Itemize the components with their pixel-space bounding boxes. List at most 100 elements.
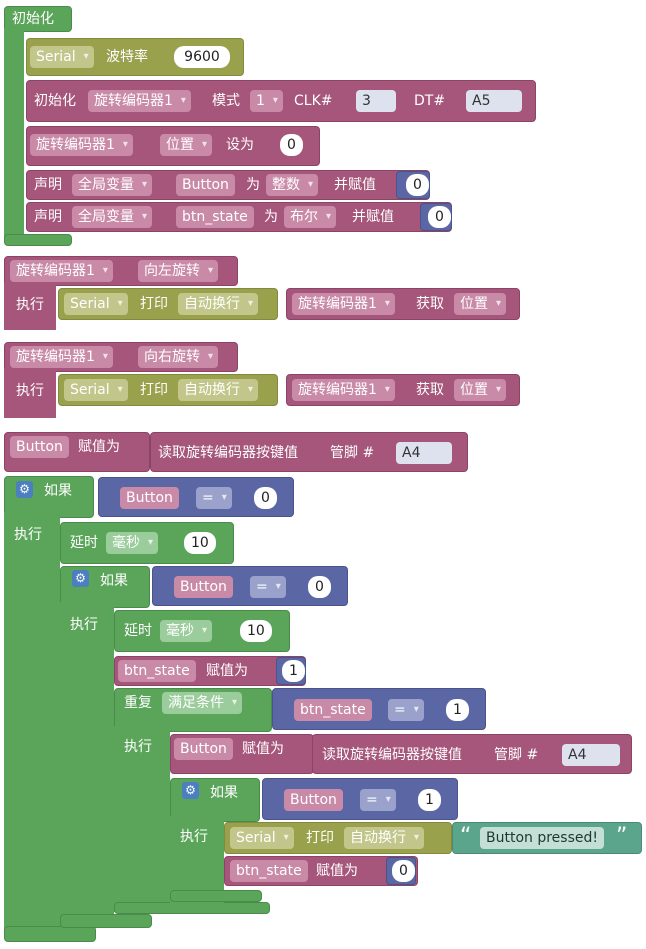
pin-label: 管脚 # [330,445,375,461]
scope-dropdown[interactable]: 全局变量 [72,206,152,228]
mode-dropdown[interactable]: 1 [250,90,283,112]
as-label: 为 [264,209,278,225]
compare-var[interactable]: Button [284,789,343,811]
declare-label: 声明 [34,177,62,193]
scope-dropdown[interactable]: 全局变量 [72,174,152,196]
print-label: 打印 [306,830,334,846]
encoder-set-value[interactable]: 0 [280,134,303,156]
setup-block[interactable] [4,6,72,32]
compare-var[interactable]: Button [174,576,233,598]
pin-dropdown[interactable]: A4 [562,744,620,766]
encoder-get-dropdown[interactable]: 旋转编码器1 [292,293,395,315]
compare-value[interactable]: 0 [254,487,277,509]
print-mode-dropdown[interactable]: 自动换行 [344,827,424,849]
read-button-block[interactable] [150,432,468,472]
encoder-init-label: 初始化 [34,93,76,109]
print-mode-dropdown[interactable]: 自动换行 [178,293,258,315]
print-mode-dropdown[interactable]: 自动换行 [178,379,258,401]
encoder-prop-dropdown[interactable]: 位置 [160,134,212,156]
dt-pin[interactable]: A5 [466,90,522,112]
assign-var[interactable]: btn_state [118,660,196,682]
setup-footer [4,234,72,246]
compare-value[interactable]: 1 [446,699,469,721]
encoder-init-dropdown[interactable]: 旋转编码器1 [88,90,191,112]
type-dropdown[interactable]: 整数 [266,174,318,196]
repeat-mode-dropdown[interactable]: 满足条件 [162,692,242,714]
assign-state-value[interactable]: 1 [282,660,305,682]
if3-footer [170,890,262,902]
pin-dropdown[interactable]: A4 [396,442,452,464]
setup-title: 初始化 [12,11,54,27]
if1-rail [4,512,60,936]
assign-state2-value[interactable]: 0 [392,860,415,882]
declare-button-value[interactable]: 0 [406,174,429,196]
assign-label: 赋值为 [316,863,358,879]
var-name-button[interactable]: Button [176,174,235,196]
print-label: 打印 [140,296,168,312]
event-left-encoder[interactable]: 旋转编码器1 [10,260,113,282]
encoder-set-dropdown[interactable]: 旋转编码器1 [30,134,133,156]
as-label: 为 [246,177,260,193]
operator-dropdown[interactable]: = [196,487,232,509]
operator-dropdown[interactable]: = [360,789,396,811]
event-right-dropdown[interactable]: 向右旋转 [138,346,218,368]
type-dropdown[interactable]: 布尔 [284,206,336,228]
event-left-dropdown[interactable]: 向左旋转 [138,260,218,282]
if-label: 如果 [44,483,72,499]
repeat-label: 重复 [124,695,152,711]
compare-var[interactable]: Button [120,487,179,509]
clk-pin[interactable]: 3 [356,90,396,112]
quote-icon: “ [460,824,472,849]
delay-label: 延时 [70,535,98,551]
assign-label: 并赋值 [352,209,394,225]
assign-label: 赋值为 [206,663,248,679]
encoder-get-dropdown[interactable]: 旋转编码器1 [292,379,395,401]
assign-label: 赋值为 [78,439,120,455]
event-right-rail [4,368,56,418]
print-label: 打印 [140,382,168,398]
do-label: 执行 [180,829,208,845]
compare-value[interactable]: 0 [308,576,331,598]
serial-port-dropdown[interactable]: Serial [30,46,94,68]
dt-label: DT# [414,93,446,109]
declare-btnstate-value[interactable]: 0 [428,206,451,228]
get-label: 获取 [416,382,444,398]
if3-rail [170,816,224,904]
event-right-encoder[interactable]: 旋转编码器1 [10,346,113,368]
gear-icon[interactable]: ⚙ [72,570,89,587]
compare-var[interactable]: btn_state [294,699,372,721]
setup-rail [4,28,24,242]
do-label: 执行 [16,297,44,313]
gear-icon[interactable]: ⚙ [182,782,199,799]
assign-var[interactable]: Button [10,436,69,458]
delay-unit-dropdown[interactable]: 毫秒 [160,620,212,642]
delay-value[interactable]: 10 [240,620,272,642]
baud-value[interactable]: 9600 [174,46,230,68]
assign-label: 并赋值 [334,177,376,193]
delay-unit-dropdown[interactable]: 毫秒 [106,532,158,554]
event-left-rail [4,282,56,330]
var-name-btnstate[interactable]: btn_state [176,206,254,228]
baud-label: 波特率 [106,49,148,65]
gear-icon[interactable]: ⚙ [16,481,33,498]
text-value[interactable]: Button pressed! [480,827,604,849]
do-label: 执行 [16,383,44,399]
get-label: 获取 [416,296,444,312]
serial-port-dropdown[interactable]: Serial [64,293,128,315]
prop-dropdown[interactable]: 位置 [454,293,506,315]
operator-dropdown[interactable]: = [250,576,286,598]
serial-port-dropdown[interactable]: Serial [230,827,294,849]
serial-port-dropdown[interactable]: Serial [64,379,128,401]
assign-var[interactable]: Button [174,738,233,760]
declare-label: 声明 [34,209,62,225]
read-label: 读取旋转编码器按键值 [322,747,462,763]
compare-value[interactable]: 1 [418,789,441,811]
mode-label: 模式 [212,93,240,109]
delay-value[interactable]: 10 [184,532,216,554]
assign-var[interactable]: btn_state [230,860,308,882]
assign-label: 赋值为 [242,741,284,757]
do-label: 执行 [70,617,98,633]
prop-dropdown[interactable]: 位置 [454,379,506,401]
if-label: 如果 [100,573,128,589]
operator-dropdown[interactable]: = [388,699,424,721]
